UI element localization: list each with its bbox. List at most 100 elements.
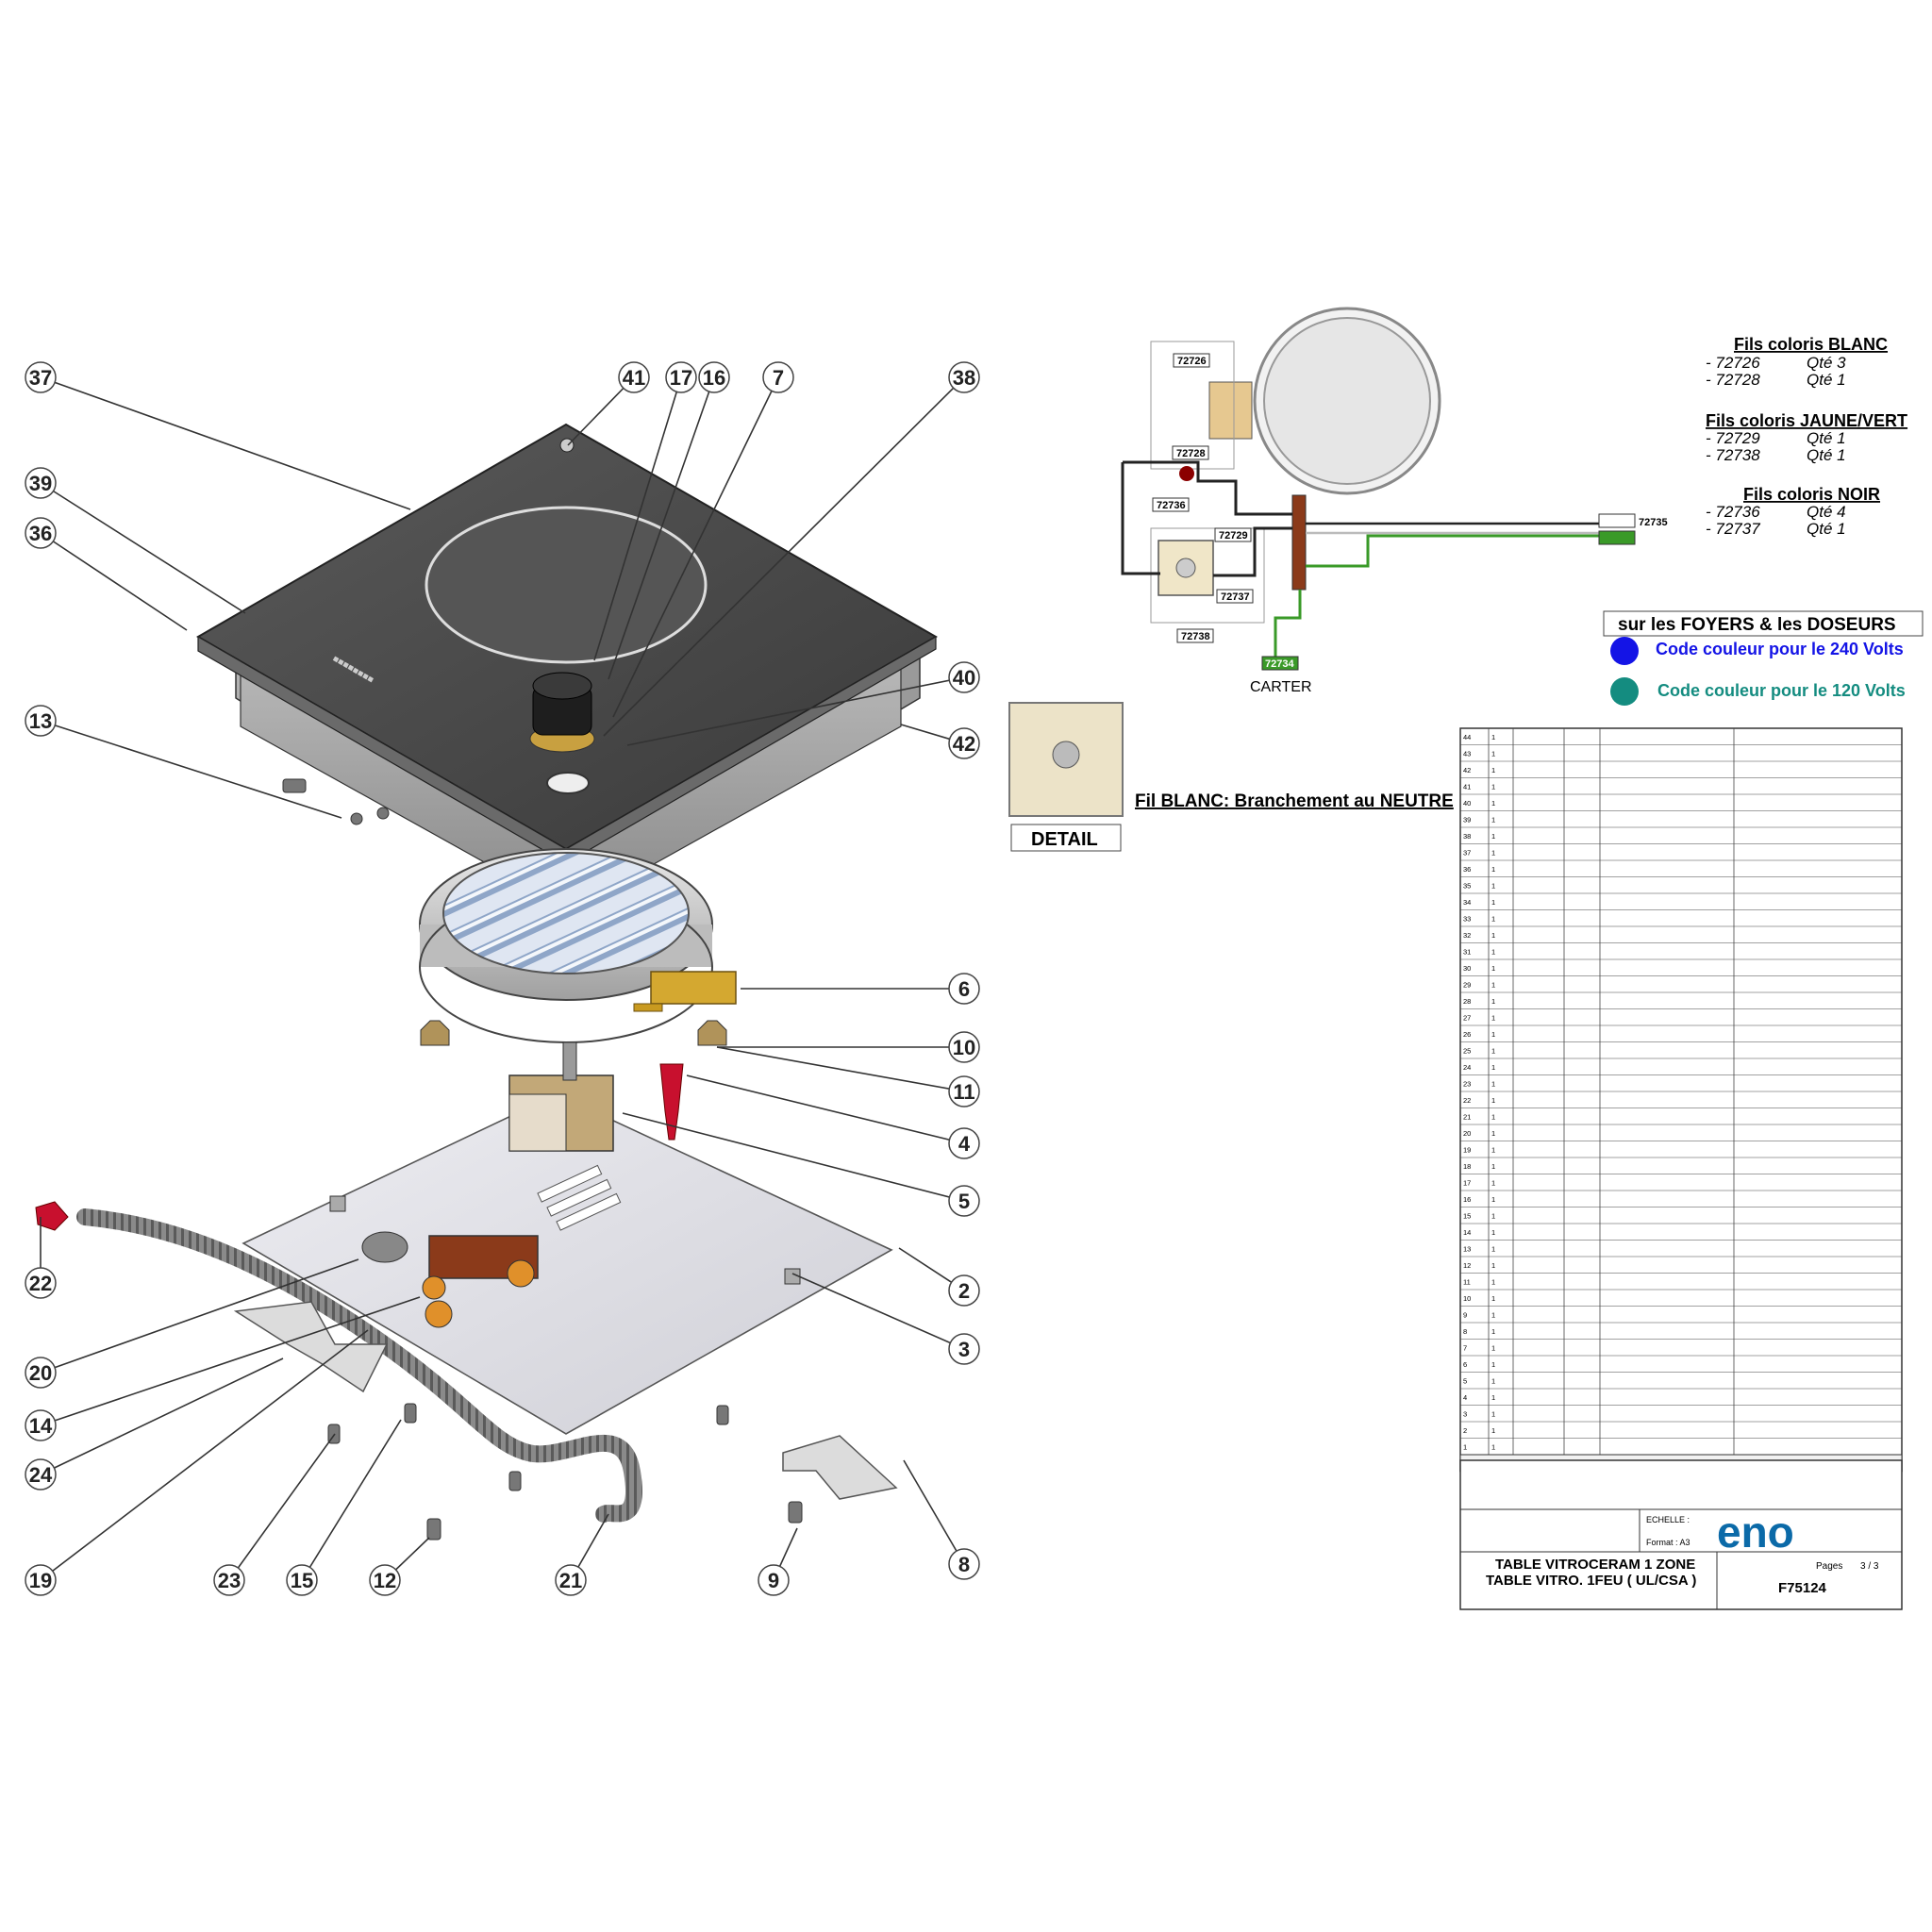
detail-view: DETAIL Fil BLANC: Branchement au NEUTRE xyxy=(1008,702,1454,852)
legend-group-2-title: Fils coloris JAUNE/VERT xyxy=(1706,411,1907,430)
callout-number: 6 xyxy=(958,977,970,1001)
callout-bubble xyxy=(25,1357,57,1389)
callout-number: 5 xyxy=(958,1190,970,1213)
bom-cell: 8 xyxy=(1463,1327,1467,1336)
bom-cell: 27 xyxy=(1463,1014,1471,1023)
callout-bubble xyxy=(698,361,730,393)
bom-cell: 1 xyxy=(1491,981,1495,990)
bom-cell: 1 xyxy=(1491,898,1495,907)
wire-black-1 xyxy=(1121,462,1160,575)
code-240-label: Code couleur pour le 240 Volts xyxy=(1656,640,1904,658)
tag-72735: 72735 xyxy=(1639,517,1668,528)
callout-bubble xyxy=(25,1564,57,1596)
tb-echelle: ECHELLE : xyxy=(1646,1515,1690,1524)
bom-cell: 18 xyxy=(1463,1162,1471,1171)
bom-cell: 13 xyxy=(1463,1245,1471,1254)
leader-line xyxy=(686,1074,965,1144)
bom-cell: 1 xyxy=(1491,1278,1495,1287)
bom-cell: 1 xyxy=(1463,1443,1467,1452)
tag-72737: 72737 xyxy=(1221,591,1250,603)
bom-cell: 1 xyxy=(1491,997,1495,1006)
callout-number: 13 xyxy=(29,709,52,733)
bom-cell: 12 xyxy=(1463,1261,1471,1270)
callout-number: 9 xyxy=(768,1569,779,1592)
leader-line xyxy=(608,376,715,680)
bom-cell: 1 xyxy=(1491,865,1495,874)
leader-line xyxy=(40,532,188,631)
bom-cell: 1 xyxy=(1491,1393,1495,1402)
bom-cell: 1 xyxy=(1491,1030,1495,1039)
bom-cell: 3 xyxy=(1463,1410,1467,1419)
bom-cell: 30 xyxy=(1463,964,1471,973)
bom-cell: 1 xyxy=(1491,1410,1495,1419)
legend-group-2-ref-1: - 72729 xyxy=(1706,429,1760,447)
callout-number: 17 xyxy=(670,366,692,390)
callout-bubble xyxy=(948,1333,980,1365)
cooking-zone xyxy=(425,506,708,664)
tag-72728: 72728 xyxy=(1176,448,1206,459)
legend-group-1-title: Fils coloris BLANC xyxy=(1734,335,1888,354)
bom-cell: 31 xyxy=(1463,948,1471,957)
callout-bubble xyxy=(948,1185,980,1217)
legend-group-3-title: Fils coloris NOIR xyxy=(1743,485,1880,504)
callout-number: 21 xyxy=(559,1569,582,1592)
tb-format: Format : A3 xyxy=(1646,1538,1690,1547)
callout-number: 24 xyxy=(29,1463,53,1487)
bom-cell: 1 xyxy=(1491,1080,1495,1089)
bom-cell: 7 xyxy=(1463,1344,1467,1353)
exploded-view: ■■■■■■■■ xyxy=(25,361,980,1596)
eno-logo: eno xyxy=(1717,1507,1794,1557)
leader-line xyxy=(40,1296,421,1426)
callout-number: 14 xyxy=(29,1414,53,1438)
bom-cell: 35 xyxy=(1463,882,1471,891)
callout-bubble xyxy=(948,661,980,693)
legend-group-1-ref-1: - 72726 xyxy=(1706,354,1760,372)
tag-carter: 72734 xyxy=(1265,658,1294,670)
wiring-schematic: 72726 72728 72736 72729 72737 72738 7273… xyxy=(1121,307,1668,695)
wire-green xyxy=(1306,534,1604,568)
callout-bubble xyxy=(25,1267,57,1299)
code-120-dot xyxy=(1610,677,1639,706)
bom-cell: 1 xyxy=(1491,1443,1495,1452)
schematic-limiter xyxy=(1208,381,1253,440)
bom-cell: 36 xyxy=(1463,865,1471,874)
tag-72726: 72726 xyxy=(1177,356,1207,367)
bom-cell: 23 xyxy=(1463,1080,1471,1089)
bom-cell: 14 xyxy=(1463,1228,1471,1237)
bom-cell: 1 xyxy=(1491,849,1495,858)
wire-tags: 72726 72728 72736 72729 72737 72738 7273… xyxy=(1152,353,1668,671)
leader-line xyxy=(40,376,411,510)
leader-line xyxy=(791,1273,965,1350)
callout-bubble xyxy=(25,1458,57,1491)
callout-bubble xyxy=(948,361,980,393)
bom-cell: 5 xyxy=(1463,1377,1467,1386)
wire-clips xyxy=(537,1164,622,1231)
heater-tab xyxy=(633,1003,663,1012)
terminal-foot-3 xyxy=(422,1275,446,1300)
leader-line xyxy=(40,482,246,614)
tag-72736: 72736 xyxy=(1157,500,1186,511)
wire-black-3 xyxy=(1213,526,1292,577)
callout-bubble xyxy=(665,361,697,393)
legend-group-2-qty-1: Qté 1 xyxy=(1807,429,1846,447)
spacer-right xyxy=(697,1020,727,1046)
bom-cell: 33 xyxy=(1463,915,1471,924)
bom-cell: 1 xyxy=(1491,1195,1495,1204)
tb-drawing-no: F75124 xyxy=(1778,1580,1827,1596)
bom-cell: 1 xyxy=(1491,783,1495,791)
callout-number: 20 xyxy=(29,1361,52,1385)
bom-cell: 43 xyxy=(1463,750,1471,758)
bom-cell: 32 xyxy=(1463,931,1471,940)
bom-cell: 1 xyxy=(1491,1426,1495,1435)
leader-line xyxy=(593,376,682,661)
wire-earth xyxy=(1274,590,1302,660)
callout-number: 42 xyxy=(953,732,975,756)
legend-group-3-qty-1: Qté 4 xyxy=(1807,503,1846,521)
bom-cell: 1 xyxy=(1491,1063,1495,1072)
bom-cell: 26 xyxy=(1463,1030,1471,1039)
bom-cell: 4 xyxy=(1463,1393,1467,1402)
bom-cell: 21 xyxy=(1463,1113,1471,1122)
callout-bubble xyxy=(618,361,650,393)
heater-coils xyxy=(442,852,690,974)
